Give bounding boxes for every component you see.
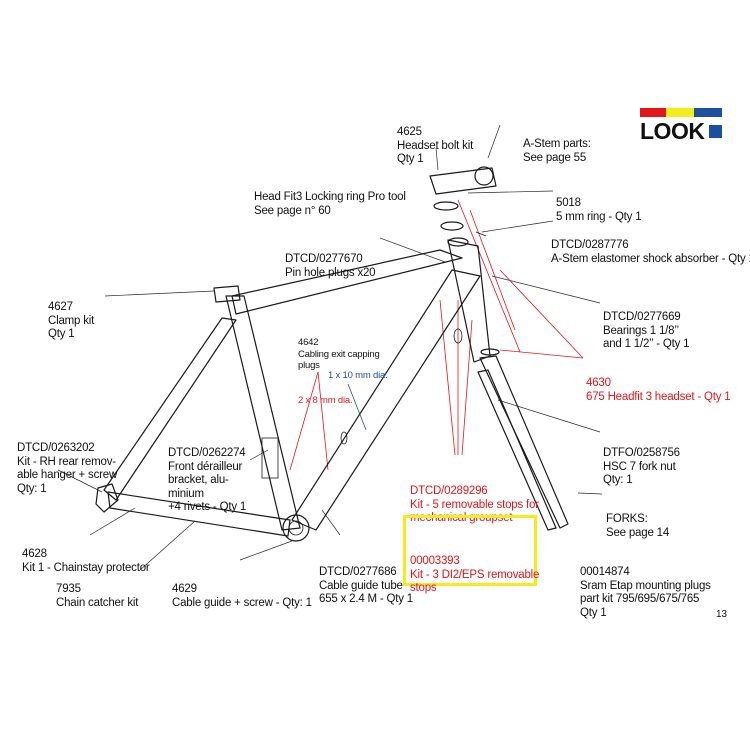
frame-outline xyxy=(95,166,569,542)
logo-red-bar xyxy=(640,108,666,117)
page-number: 13 xyxy=(716,609,727,620)
label-cabling-exit-red: 2 x 8 mm dia. xyxy=(298,394,353,406)
logo-wordmark: LOOK xyxy=(640,118,705,144)
logo-blue-square xyxy=(709,125,722,138)
logo-white-square xyxy=(709,118,722,124)
logo-blue-bar xyxy=(694,108,722,117)
look-logo: LOOK xyxy=(640,108,726,144)
label-astem-parts: A-Stem parts:See page 55 xyxy=(523,138,591,164)
label-forks: FORKS:See page 14 xyxy=(606,513,670,539)
leader-lines xyxy=(57,124,603,571)
logo-yellow-bar xyxy=(666,108,694,117)
label-cabling-exit-blue: 1 x 10 mm dia. xyxy=(328,370,388,381)
highlight-box xyxy=(403,515,537,586)
leader-lines-blue xyxy=(347,383,367,431)
